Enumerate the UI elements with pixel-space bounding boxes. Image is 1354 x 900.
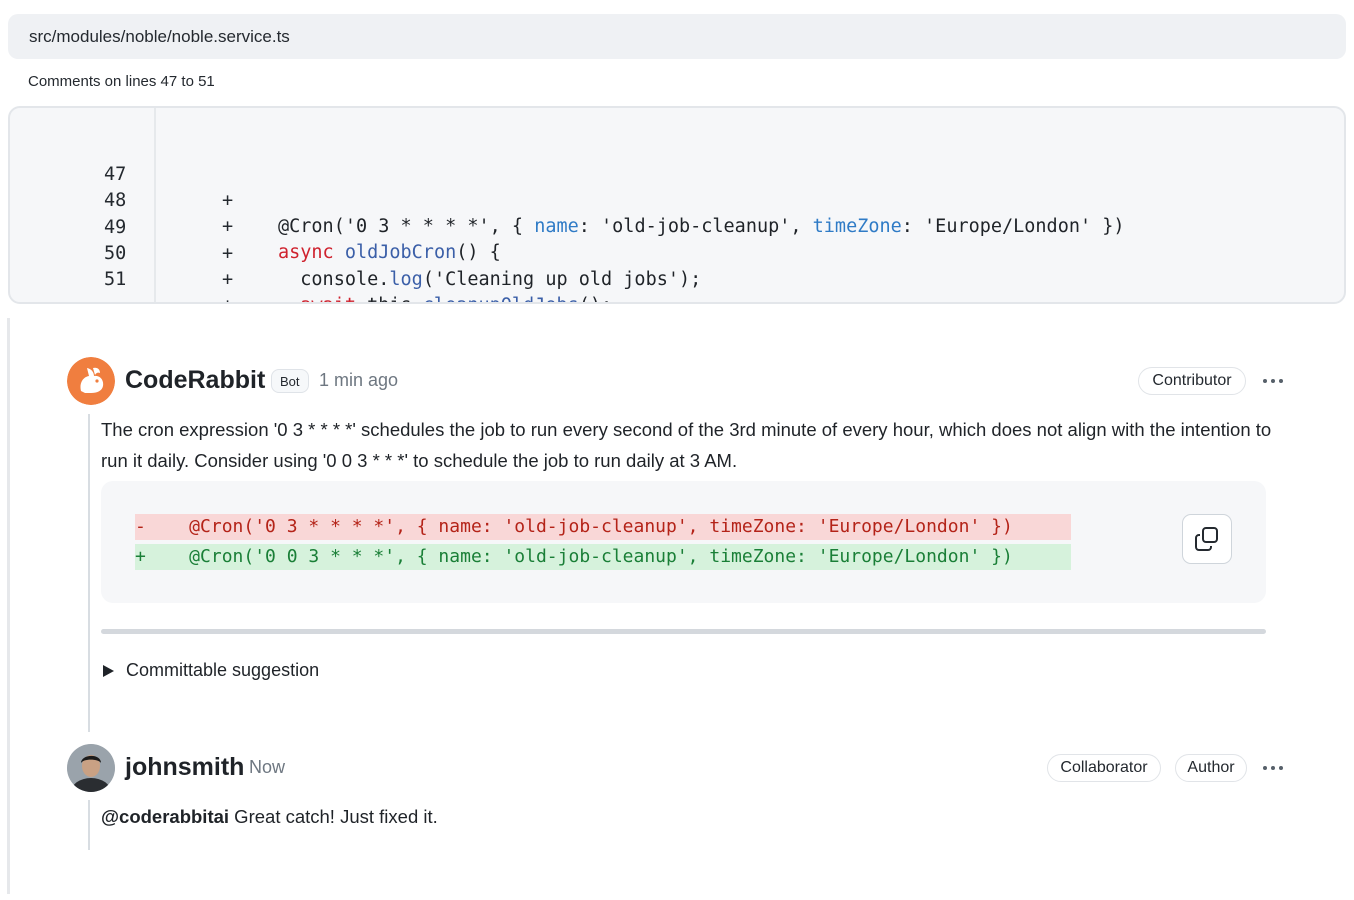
code-snippet: 47 + @Cron('0 3 * * * *', { name: 'old-j… [8, 106, 1346, 304]
added-marker: + [222, 269, 234, 290]
reply-body-rule [88, 800, 90, 850]
comments-range-label: Comments on lines 47 to 51 [28, 73, 215, 90]
diff-added-line: + @Cron('0 0 3 * * *', { name: 'old-job-… [135, 544, 1071, 570]
code-line-48: 48 + async oldJobCron() { [10, 162, 1344, 263]
mention-link[interactable]: @coderabbitai [101, 806, 230, 827]
added-marker: + [222, 293, 236, 302]
suggestion-diff-box: - @Cron('0 3 * * * *', { name: 'old-job-… [101, 481, 1266, 603]
more-options-icon[interactable] [1258, 371, 1288, 391]
role-badge-collaborator: Collaborator [1047, 754, 1161, 782]
code-text: console.log('Cleaning up old jobs'); [278, 269, 702, 290]
file-path-header[interactable]: src/modules/noble/noble.service.ts [8, 14, 1346, 59]
coderabbit-logo-icon[interactable] [67, 357, 115, 405]
reply-author[interactable]: johnsmith [125, 753, 245, 781]
reply-body: @coderabbitai Great catch! Just fixed it… [101, 806, 438, 827]
comment-body-rule [88, 414, 90, 732]
code-text: async oldJobCron() { [278, 242, 501, 263]
expand-triangle-icon [103, 664, 114, 677]
line-number: 51 [104, 269, 127, 290]
line-number-gutter [10, 108, 156, 302]
copy-icon [1195, 527, 1218, 551]
code-line-50: 50 + await this.cleanupOldJobs(); [10, 215, 1344, 302]
code-line-47: 47 + @Cron('0 3 * * * *', { name: 'old-j… [10, 136, 1344, 237]
role-badge-author: Author [1175, 754, 1247, 782]
committable-suggestion-label: Committable suggestion [126, 660, 320, 680]
diff-removed-line: - @Cron('0 3 * * * *', { name: 'old-job-… [135, 514, 1071, 540]
role-badge-contributor: Contributor [1138, 367, 1246, 395]
copy-button[interactable] [1182, 514, 1232, 564]
added-marker: + [222, 190, 234, 211]
committable-suggestion-toggle[interactable]: Committable suggestion [103, 660, 319, 681]
user-avatar-icon[interactable] [67, 744, 115, 792]
comment-body: The cron expression '0 3 * * * *' schedu… [101, 419, 1272, 471]
code-text: await this.cleanupOldJobs(); [278, 293, 612, 302]
comment-author[interactable]: CodeRabbit [125, 366, 266, 394]
line-number: 49 [104, 217, 127, 238]
section-divider [101, 629, 1266, 634]
code-text: @Cron('0 3 * * * *', { name: 'old-job-cl… [278, 216, 1125, 237]
bot-badge: Bot [271, 369, 309, 393]
line-number: 50 [104, 243, 127, 264]
line-number: 47 [104, 164, 127, 185]
code-line-51: 51 + } [10, 241, 1344, 302]
more-options-icon[interactable] [1258, 758, 1288, 778]
line-number: 48 [104, 190, 127, 211]
code-line-49: 49 + console.log('Cleaning up old jobs')… [10, 189, 1344, 290]
thread-connector [7, 318, 10, 894]
added-marker: + [222, 216, 234, 237]
added-marker: + [222, 243, 234, 264]
file-path: src/modules/noble/noble.service.ts [29, 26, 290, 46]
reply-timestamp[interactable]: Now [249, 757, 286, 777]
comment-timestamp[interactable]: 1 min ago [319, 370, 399, 390]
